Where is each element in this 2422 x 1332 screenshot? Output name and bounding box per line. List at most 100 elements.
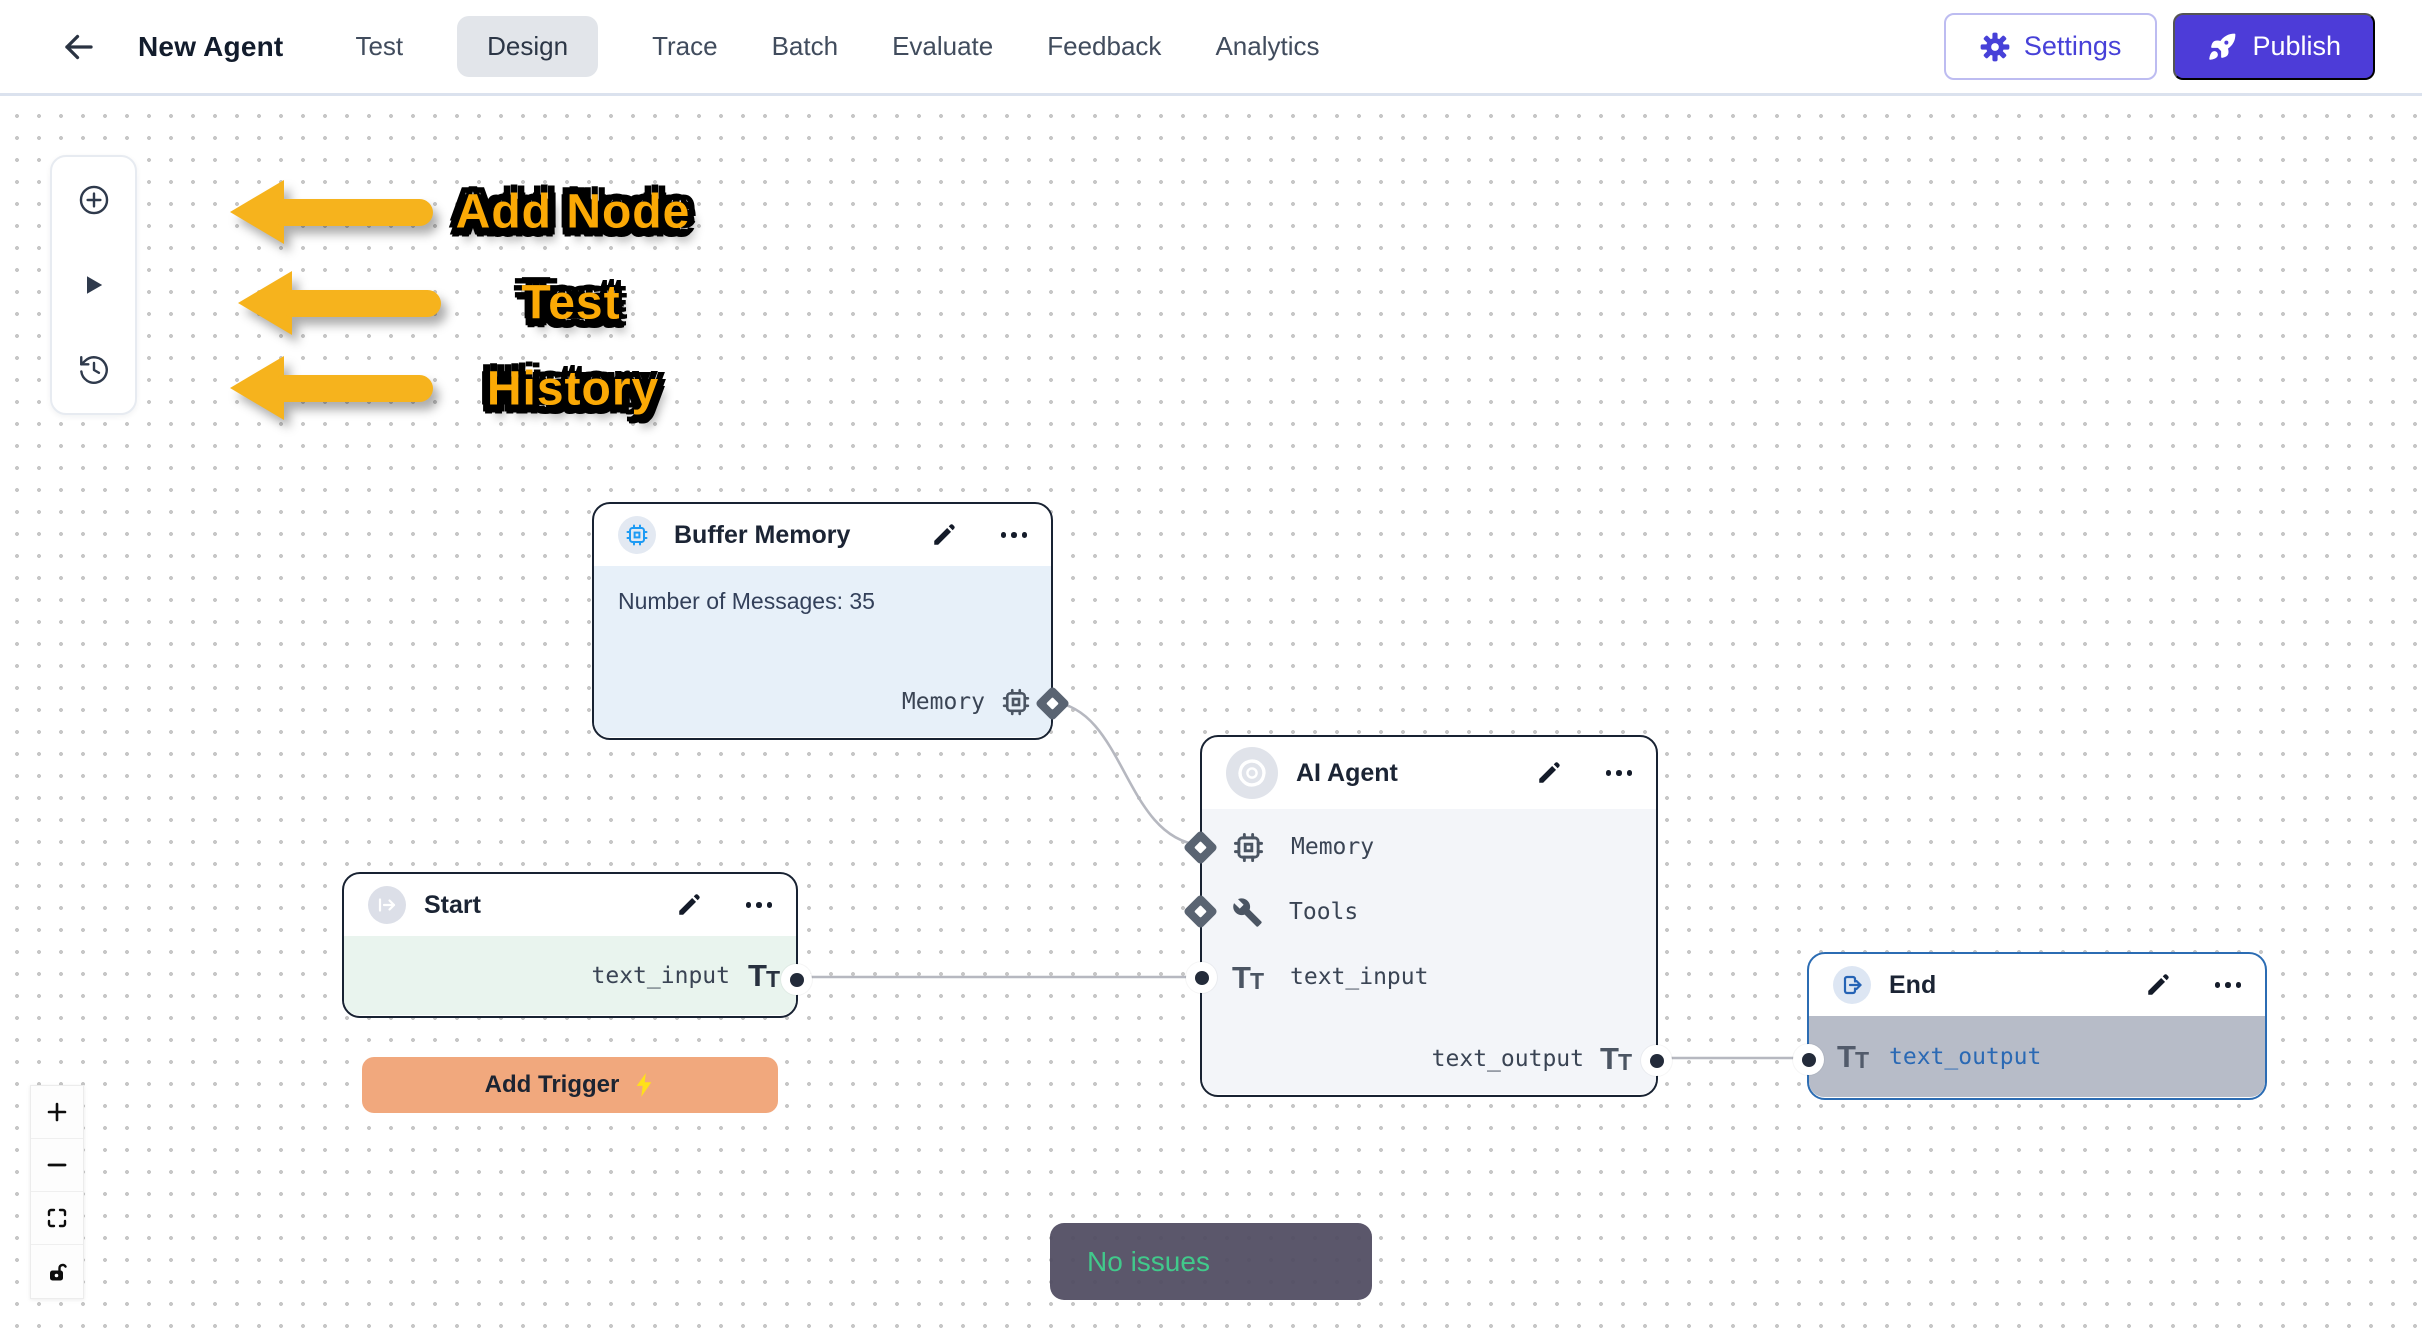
edit-pencil-icon[interactable] <box>2145 972 2171 998</box>
edit-pencil-icon[interactable] <box>1536 760 1562 786</box>
tab-test[interactable]: Test <box>355 31 404 61</box>
agent-text-input-connector[interactable] <box>1186 962 1217 993</box>
cpu-chip-icon <box>625 523 649 547</box>
tab-analytics[interactable]: Analytics <box>1215 31 1320 61</box>
plus-circle-icon <box>77 183 111 217</box>
port-label: text_output <box>1889 1043 2042 1070</box>
add-node-button[interactable] <box>66 172 122 228</box>
arrow-shaft <box>278 199 433 226</box>
tab-design[interactable]: Design <box>457 16 599 77</box>
login-arrow-icon <box>375 893 399 917</box>
end-text-input-connector[interactable] <box>1793 1044 1824 1075</box>
wrench-icon <box>1232 897 1263 928</box>
node-header: Start <box>344 874 796 936</box>
more-options-icon[interactable] <box>1605 770 1632 776</box>
more-options-icon[interactable] <box>1000 532 1027 538</box>
node-header: AI Agent <box>1202 737 1656 809</box>
node-title: End <box>1889 970 1937 999</box>
lightning-bolt-icon <box>633 1072 655 1098</box>
publish-button[interactable]: Publish <box>2173 13 2375 80</box>
nav-actions: Settings Publish <box>1943 13 2375 80</box>
port-label: text_output <box>1431 1045 1584 1072</box>
canvas-toolbar <box>50 155 137 415</box>
nav-tabs: Test Design Trace Batch Evaluate Feedbac… <box>355 16 1319 77</box>
agent-node-avatar <box>1226 747 1278 799</box>
gear-icon <box>1980 32 2010 62</box>
test-run-button[interactable] <box>66 257 122 313</box>
openai-logo-icon <box>1235 756 1269 790</box>
port-label: Tools <box>1289 899 1359 925</box>
zoom-out-button[interactable] <box>31 1139 83 1192</box>
annotation-label-history: History <box>486 362 660 416</box>
node-title: AI Agent <box>1296 758 1398 787</box>
annotation-arrow-add-node <box>230 180 436 244</box>
start-node-avatar <box>368 886 406 924</box>
output-port-row: Memory <box>902 687 1031 717</box>
lock-button[interactable] <box>31 1245 83 1298</box>
logout-arrow-icon <box>1840 973 1864 997</box>
rocket-icon <box>2207 32 2237 62</box>
publish-label: Publish <box>2252 31 2341 61</box>
unlock-icon <box>45 1260 69 1284</box>
settings-button[interactable]: Settings <box>1943 13 2158 80</box>
config-text: Number of Messages: 35 <box>618 588 875 614</box>
arrow-head <box>230 356 284 420</box>
memory-node-avatar <box>618 516 656 554</box>
annotation-label-add-node: Add Node <box>455 185 691 239</box>
node-header: End <box>1809 954 2265 1016</box>
tab-evaluate[interactable]: Evaluate <box>892 31 994 61</box>
node-title: Start <box>424 890 481 919</box>
plus-icon <box>45 1100 69 1124</box>
add-trigger-button[interactable]: Add Trigger <box>362 1057 778 1113</box>
tab-trace[interactable]: Trace <box>652 31 718 61</box>
agent-text-output-connector[interactable] <box>1641 1045 1672 1076</box>
cpu-chip-icon <box>1232 831 1265 864</box>
node-buffer-memory[interactable]: Buffer Memory Number of Messages: 35 Mem… <box>592 502 1071 740</box>
port-label: Memory <box>901 689 985 715</box>
start-text-output-connector[interactable] <box>781 964 812 995</box>
tab-feedback[interactable]: Feedback <box>1047 31 1162 61</box>
add-trigger-label: Add Trigger <box>484 1071 620 1098</box>
port-label: text_input <box>591 962 730 989</box>
play-icon <box>80 271 108 299</box>
annotation-arrow-test <box>238 271 444 335</box>
port-label: text_input <box>1290 964 1429 990</box>
port-label: Memory <box>1291 834 1375 860</box>
zoom-controls <box>30 1085 84 1299</box>
history-button[interactable] <box>66 342 122 398</box>
page-title: New Agent <box>138 30 284 62</box>
fit-view-button[interactable] <box>31 1192 83 1245</box>
more-options-icon[interactable] <box>2214 982 2241 988</box>
top-navbar: New Agent Test Design Trace Batch Evalua… <box>0 0 2422 96</box>
more-options-icon[interactable] <box>745 902 772 908</box>
edit-pencil-icon[interactable] <box>676 892 702 918</box>
arrow-shaft <box>286 290 441 317</box>
back-button[interactable] <box>56 24 102 70</box>
arrow-head <box>230 180 284 244</box>
annotation-arrow-history <box>230 356 436 420</box>
tab-batch[interactable]: Batch <box>771 31 839 61</box>
back-arrow-icon <box>61 29 97 65</box>
node-title: Buffer Memory <box>674 520 851 549</box>
cpu-chip-icon <box>1001 687 1031 717</box>
annotation-label-test: Test <box>521 276 621 330</box>
minus-icon <box>45 1153 69 1177</box>
end-node-avatar <box>1833 966 1871 1004</box>
edit-pencil-icon[interactable] <box>931 522 957 548</box>
node-header: Buffer Memory <box>594 504 1051 566</box>
arrow-head <box>238 271 292 335</box>
validation-toast: No issues <box>1050 1223 1372 1300</box>
zoom-in-button[interactable] <box>31 1086 83 1139</box>
input-port-row-memory: Memory <box>1232 827 1374 867</box>
